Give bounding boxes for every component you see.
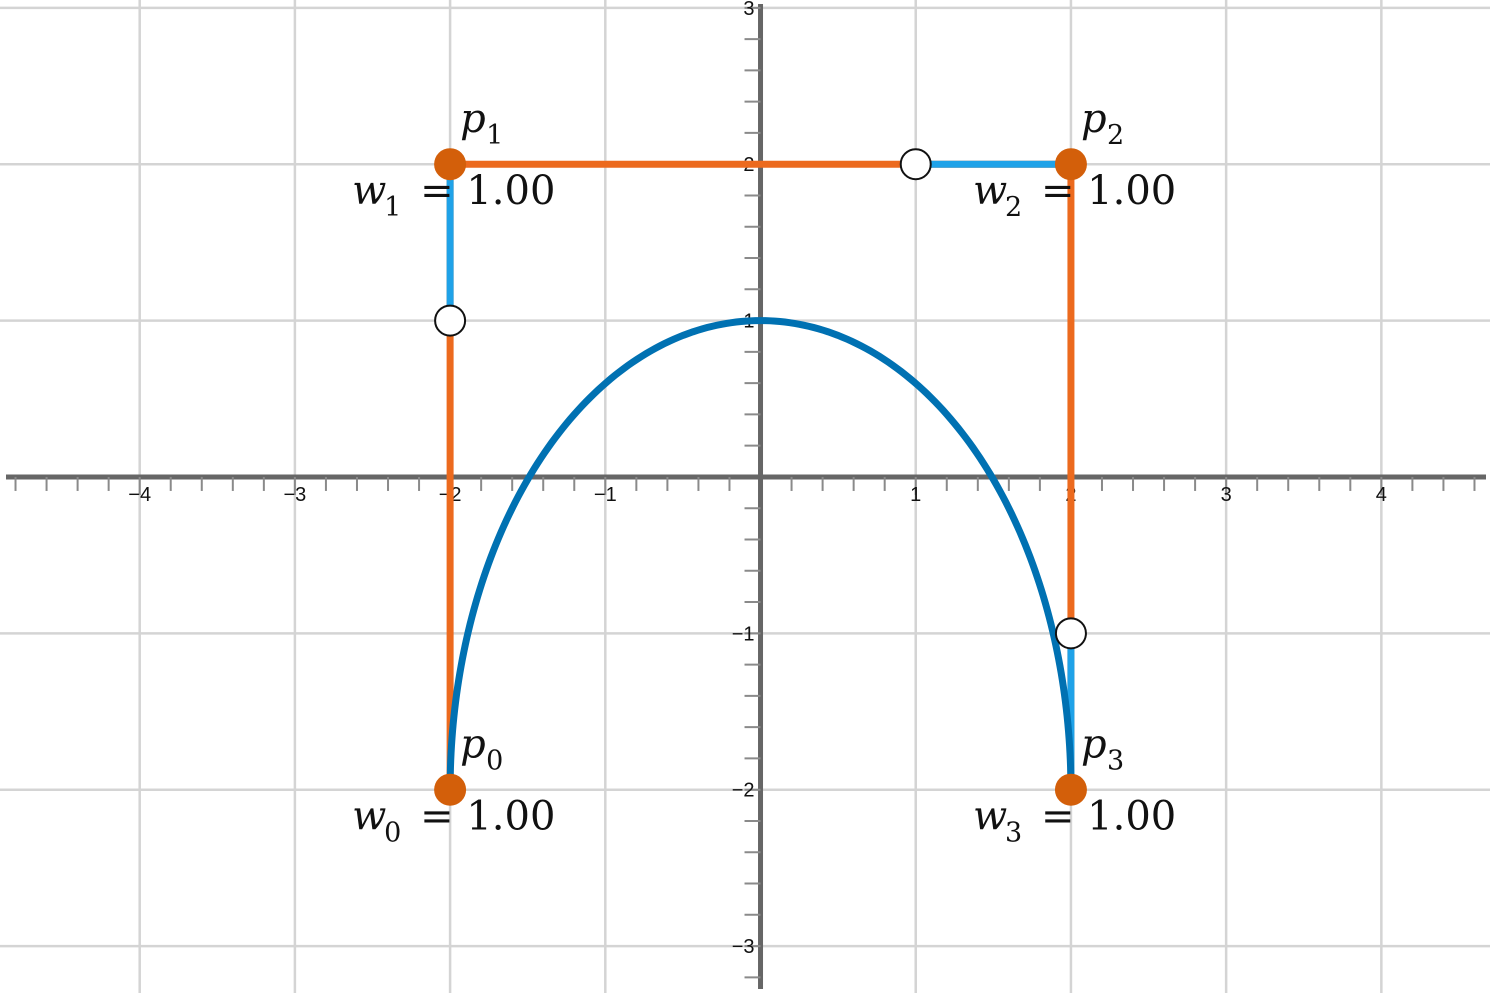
x-tick-label: −4 (128, 484, 151, 506)
point-label-p1: p (460, 96, 486, 142)
y-tick-label: −3 (732, 936, 755, 958)
weight-value-text: = 1.00 (1041, 794, 1176, 840)
weight-label-subscript: 2 (1005, 192, 1022, 223)
weight-label-w0: w (352, 794, 386, 840)
control-point-p3[interactable] (1054, 773, 1087, 806)
control-polygon (446, 160, 1075, 794)
weight-label-subscript: 1 (384, 192, 401, 223)
weight-value-text: = 1.00 (1041, 168, 1176, 214)
point-label-subscript: 2 (1107, 120, 1124, 151)
y-tick-label: −1 (732, 623, 755, 645)
weight-label-subscript: 0 (384, 818, 401, 849)
control-point-p2[interactable] (1054, 148, 1087, 181)
y-tick-label: 3 (743, 0, 754, 20)
curve-layer (446, 317, 1075, 790)
point-label-p0: p (460, 722, 486, 768)
weight-label-w1: w (352, 168, 386, 214)
x-tick-label: −3 (283, 484, 306, 506)
point-label-p3: p (1081, 722, 1107, 768)
x-tick-label: −1 (594, 484, 617, 506)
weight-label-subscript: 3 (1005, 818, 1022, 849)
midpoint-handle[interactable] (434, 304, 467, 337)
control-point-p0[interactable] (434, 773, 467, 806)
x-tick-label: 1 (910, 484, 921, 506)
midpoint-markers[interactable] (434, 148, 1087, 650)
x-tick-label: 4 (1376, 484, 1387, 506)
control-point-p1[interactable] (434, 148, 467, 181)
point-label-subscript: 3 (1107, 746, 1124, 777)
point-label-subscript: 0 (486, 746, 503, 777)
axes (6, 4, 1486, 989)
midpoint-handle[interactable] (899, 148, 932, 181)
bezier-curve (446, 317, 1075, 790)
weight-label-w2: w (973, 168, 1007, 214)
x-tick-label: 3 (1221, 484, 1232, 506)
point-label-p2: p (1081, 96, 1107, 142)
weight-label-w3: w (973, 794, 1007, 840)
midpoint-handle[interactable] (1054, 617, 1087, 650)
control-points[interactable] (434, 148, 1087, 806)
tick-labels: −4−3−2−11234−3−2−1123 (128, 0, 1387, 958)
weight-value-text: = 1.00 (420, 794, 555, 840)
point-label-subscript: 1 (486, 120, 503, 151)
y-tick-label: −2 (732, 780, 755, 802)
weight-value-text: = 1.00 (420, 168, 555, 214)
